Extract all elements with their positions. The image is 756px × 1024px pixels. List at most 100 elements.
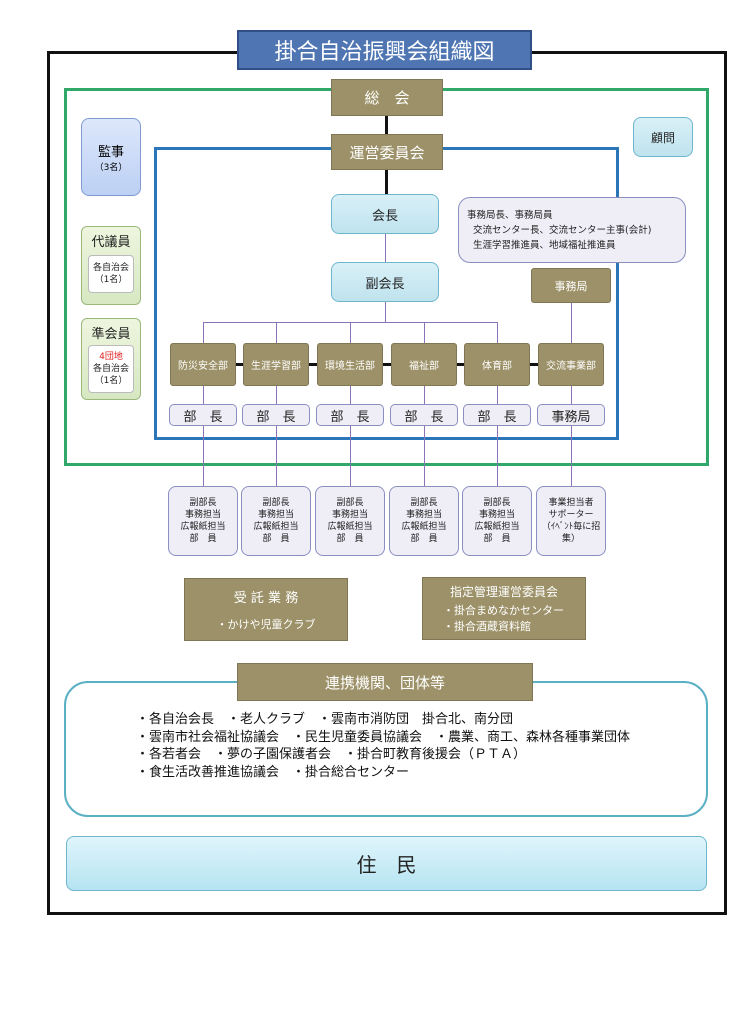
member-line: 部 員 [410,534,438,544]
member-line: 広報紙担当 [253,522,299,532]
connector [424,322,425,343]
designated-title: 指定管理運営委員会 [449,585,558,599]
auditor-box: 監事 （3名） [81,118,141,196]
member-line: 副部長 [262,498,290,508]
member-line: 事務担当 [405,510,442,520]
member-line: 広報紙担当 [474,522,520,532]
associate-line2: （1名） [94,376,128,386]
designated-item2: ・掛合酒蔵資料館 [443,620,531,633]
member-line: 部 員 [262,534,290,544]
designated-item1: ・掛合まめなかセンター [443,604,564,617]
member-line: 副部長 [189,498,217,508]
delegate-label: 代議員 [91,235,131,250]
dept-connector [200,363,574,366]
department-box: 環境生活部 [317,343,383,386]
general-assembly: 総 会 [331,79,443,116]
vice-president: 副会長 [331,262,439,302]
department-members: 副部長事務担当広報紙担当部 員 [241,486,311,556]
president: 会長 [331,194,439,234]
department-head: 部 長 [316,404,384,426]
member-line: 副部長 [336,498,364,508]
connector [276,426,277,486]
member-line: 広報紙担当 [327,522,373,532]
connector [571,386,572,404]
department-box: 防災安全部 [170,343,236,386]
connector [350,426,351,486]
department-box: 交流事業部 [538,343,604,386]
associate-label: 準会員 [91,327,131,342]
connector [497,386,498,404]
department-box: 福祉部 [391,343,457,386]
department-members: 副部長事務担当広報紙担当部 員 [389,486,459,556]
connector [571,303,572,343]
delegate-line2: （1名） [94,275,128,285]
connector [497,426,498,486]
designated-management: 指定管理運営委員会 ・掛合まめなかセンター ・掛合酒蔵資料館 [422,577,586,640]
member-line: サポーター [548,510,594,520]
member-line: 部 員 [483,534,511,544]
residents: 住 民 [66,836,707,891]
connector [203,426,204,486]
member-line: （ｲﾍﾞﾝﾄ毎に招集） [541,522,601,544]
member-line: 事務担当 [257,510,294,520]
connector [571,426,572,486]
secretariat-line3: 生涯学習推進員、地域福祉推進員 [473,239,616,251]
department-members: 副部長事務担当広報紙担当部 員 [168,486,238,556]
department-members: 副部長事務担当広報紙担当部 員 [315,486,385,556]
member-line: 副部長 [483,498,511,508]
secretariat-line1: 事務局長、事務局員 [467,209,553,221]
department-members: 事業担当者サポーター （ｲﾍﾞﾝﾄ毎に招集） [536,486,606,556]
department-head: 部 長 [242,404,310,426]
entrusted-title: 受 託 業 務 [233,591,299,606]
member-line: 事業担当者 [548,498,594,508]
associate-detail: 4団地 各自治会 （1名） [88,345,134,393]
connector [497,322,498,343]
department-box: 体育部 [464,343,530,386]
department-head: 部 長 [169,404,237,426]
partners-list: ・各自治会長 ・老人クラブ ・雲南市消防団 掛合北、南分団 ・雲南市社会福祉協議… [136,711,696,781]
member-line: 事務担当 [331,510,368,520]
connector [276,322,277,343]
connector [276,386,277,404]
connector [385,116,388,134]
connector [203,322,204,343]
auditor-label: 監事 [97,145,124,160]
department-head: 事務局 [537,404,605,426]
partners-title: 連携機関、団体等 [237,663,533,701]
delegate-detail: 各自治会 （1名） [88,255,134,293]
connector [424,426,425,486]
member-line: 部 員 [336,534,364,544]
department-head: 部 長 [390,404,458,426]
associate-red: 4団地 [99,352,123,362]
delegate-line1: 各自治会 [92,263,129,273]
department-box: 生涯学習部 [243,343,309,386]
secretariat: 事務局 [531,268,611,303]
partners-line: ・各自治会長 ・老人クラブ ・雲南市消防団 掛合北、南分団 [136,712,514,727]
advisor: 顧問 [633,117,693,157]
connector [385,170,388,194]
department-head: 部 長 [463,404,531,426]
secretariat-members: 事務局長、事務局員 交流センター長、交流センター主事(会計) 生涯学習推進員、地… [458,197,686,263]
member-line: 副部長 [410,498,438,508]
member-line: 広報紙担当 [401,522,447,532]
member-line: 事務担当 [184,510,221,520]
auditor-count: （3名） [94,163,128,173]
partners-line: ・各若者会 ・夢の子園保護者会 ・掛合町教育後援会（ＰＴＡ） [136,747,527,762]
member-line: 部 員 [189,534,217,544]
associate-box: 準会員 4団地 各自治会 （1名） [81,318,141,400]
delegate-box: 代議員 各自治会 （1名） [81,226,141,305]
connector [350,322,351,343]
department-members: 副部長事務担当広報紙担当部 員 [462,486,532,556]
steering-committee: 運営委員会 [331,134,443,170]
secretariat-line2: 交流センター長、交流センター主事(会計) [473,224,652,236]
partners-line: ・食生活改善推進協議会 ・掛合総合センター [136,764,410,780]
associate-line1: 各自治会 [92,364,129,374]
connector [424,386,425,404]
connector [203,386,204,404]
member-line: 広報紙担当 [180,522,226,532]
connector [350,386,351,404]
partners-line: ・雲南市社会福祉協議会 ・民生児童委員協議会 ・農業、商工、森林各種事業団体 [136,729,631,745]
entrusted-item: ・かけや児童クラブ [216,618,316,631]
member-line: 事務担当 [478,510,515,520]
entrusted-business: 受 託 業 務 ・かけや児童クラブ [184,578,348,641]
